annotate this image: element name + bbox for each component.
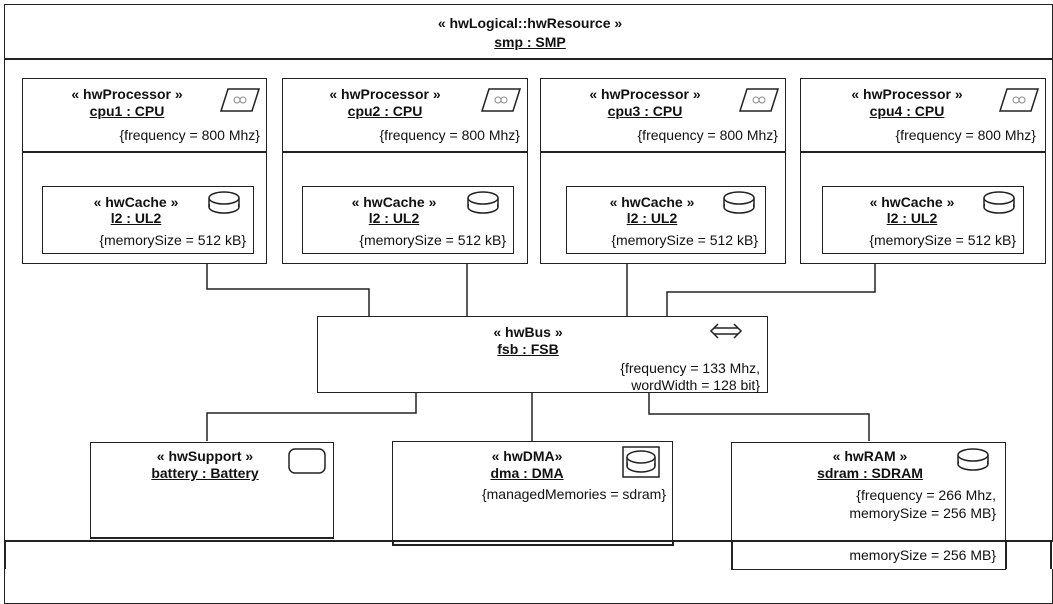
cache-disk-icon [723, 191, 755, 214]
processor-cpu2-frequency: {frequency = 800 Mhz} [379, 127, 521, 143]
connector-cpu1-bus [206, 264, 370, 317]
processor-chip-icon [219, 88, 261, 112]
overlay-band-left-rule [4, 540, 6, 569]
cache-l2-cpu3-memory: {memorySize = 512 kB} [611, 232, 758, 248]
processor-cpu3-stereotype: « hwProcessor » [589, 86, 701, 102]
connector-bus-sdram [648, 393, 870, 441]
resource-name: smp : SMP [494, 34, 566, 50]
support-battery[interactable] [90, 442, 334, 538]
processor-cpu1-frequency: {frequency = 800 Mhz} [119, 127, 261, 143]
bus-fsb-stereotype: « hwBus » [493, 324, 563, 340]
bidirectional-arrow-icon [709, 323, 743, 339]
connector-lines [206, 264, 876, 441]
processor-cpu3-name: cpu3 : CPU [607, 103, 683, 119]
support-battery-bottom-rule [90, 537, 334, 539]
bus-fsb-name: fsb : FSB [497, 341, 559, 357]
processor-cpu4-name: cpu4 : CPU [869, 103, 945, 119]
cache-l2-cpu2-name: l2 : UL2 [368, 210, 420, 226]
dma-stub-left [392, 540, 394, 546]
processor-cpu3-frequency: {frequency = 800 Mhz} [637, 127, 779, 143]
cache-l2-cpu4-name: l2 : UL2 [886, 210, 938, 226]
ram-disk-icon [957, 448, 989, 471]
cache-l2-cpu1-stereotype: « hwCache » [93, 194, 179, 210]
resource-divider [4, 58, 1053, 60]
processor-cpu2-name: cpu2 : CPU [347, 103, 423, 119]
bus-fsb-frequency: {frequency = 133 Mhz, [620, 360, 760, 376]
overlay-band-top-rule [4, 540, 1053, 542]
processor-cpu1-divider [22, 151, 267, 153]
cache-l2-cpu1-name: l2 : UL2 [110, 210, 162, 226]
processor-cpu4-divider [800, 151, 1046, 153]
dma-name: dma : DMA [490, 465, 564, 481]
processor-cpu2-stereotype: « hwProcessor » [329, 86, 441, 102]
processor-cpu2-divider [282, 151, 528, 153]
processor-cpu4-frequency: {frequency = 800 Mhz} [895, 127, 1037, 143]
processor-cpu3-divider [540, 151, 786, 153]
support-battery-stereotype: « hwSupport » [156, 448, 254, 464]
cache-l2-cpu1-memory: {memorySize = 512 kB} [99, 232, 246, 248]
cache-l2-cpu2-stereotype: « hwCache » [351, 194, 437, 210]
connector-bus-battery [206, 393, 417, 441]
processor-cpu1-stereotype: « hwProcessor » [71, 86, 183, 102]
dma-stub-right [672, 540, 674, 546]
processor-chip-icon [480, 88, 522, 112]
cache-l2-cpu4-memory: {memorySize = 512 kB} [869, 232, 1016, 248]
bus-fsb-wordwidth: wordWidth = 128 bit} [631, 377, 760, 393]
dma-managed-memories: {managedMemories = sdram} [481, 486, 666, 502]
battery-icon [288, 448, 326, 474]
cache-disk-icon [467, 191, 499, 214]
processor-cpu4-stereotype: « hwProcessor » [851, 86, 963, 102]
sdram-stub-right [1005, 540, 1007, 569]
overlay-band-right-rule [1050, 540, 1052, 569]
processor-cpu1-name: cpu1 : CPU [89, 103, 165, 119]
ram-sdram-frequency: {frequency = 266 Mhz, [856, 487, 996, 503]
cache-l2-cpu4-stereotype: « hwCache » [869, 194, 955, 210]
ram-sdram-name: sdram : SDRAM [817, 465, 923, 481]
bus-fsb[interactable] [317, 316, 768, 393]
connector-cpu4-bus [666, 264, 876, 317]
support-battery-name: battery : Battery [151, 465, 259, 481]
ram-sdram-memory-size: memorySize = 256 MB} [849, 505, 996, 521]
processor-chip-icon [998, 88, 1040, 112]
ram-sdram-stereotype: « hwRAM » [832, 448, 908, 464]
dma-stereotype: « hwDMA» [491, 448, 563, 464]
ram-sdram-memory-size-overflow: memorySize = 256 MB} [849, 547, 996, 563]
dma-disk-icon [622, 446, 660, 478]
cache-l2-cpu3-stereotype: « hwCache » [609, 194, 695, 210]
sdram-stub-left [731, 540, 733, 569]
processor-chip-icon [738, 88, 780, 112]
cache-l2-cpu2-memory: {memorySize = 512 kB} [359, 232, 506, 248]
resource-stereotype: « hwLogical::hwResource » [437, 15, 623, 31]
dma-stub-bottom [392, 544, 673, 546]
cache-l2-cpu3-name: l2 : UL2 [626, 210, 678, 226]
cache-disk-icon [983, 191, 1015, 214]
cache-disk-icon [208, 191, 240, 214]
